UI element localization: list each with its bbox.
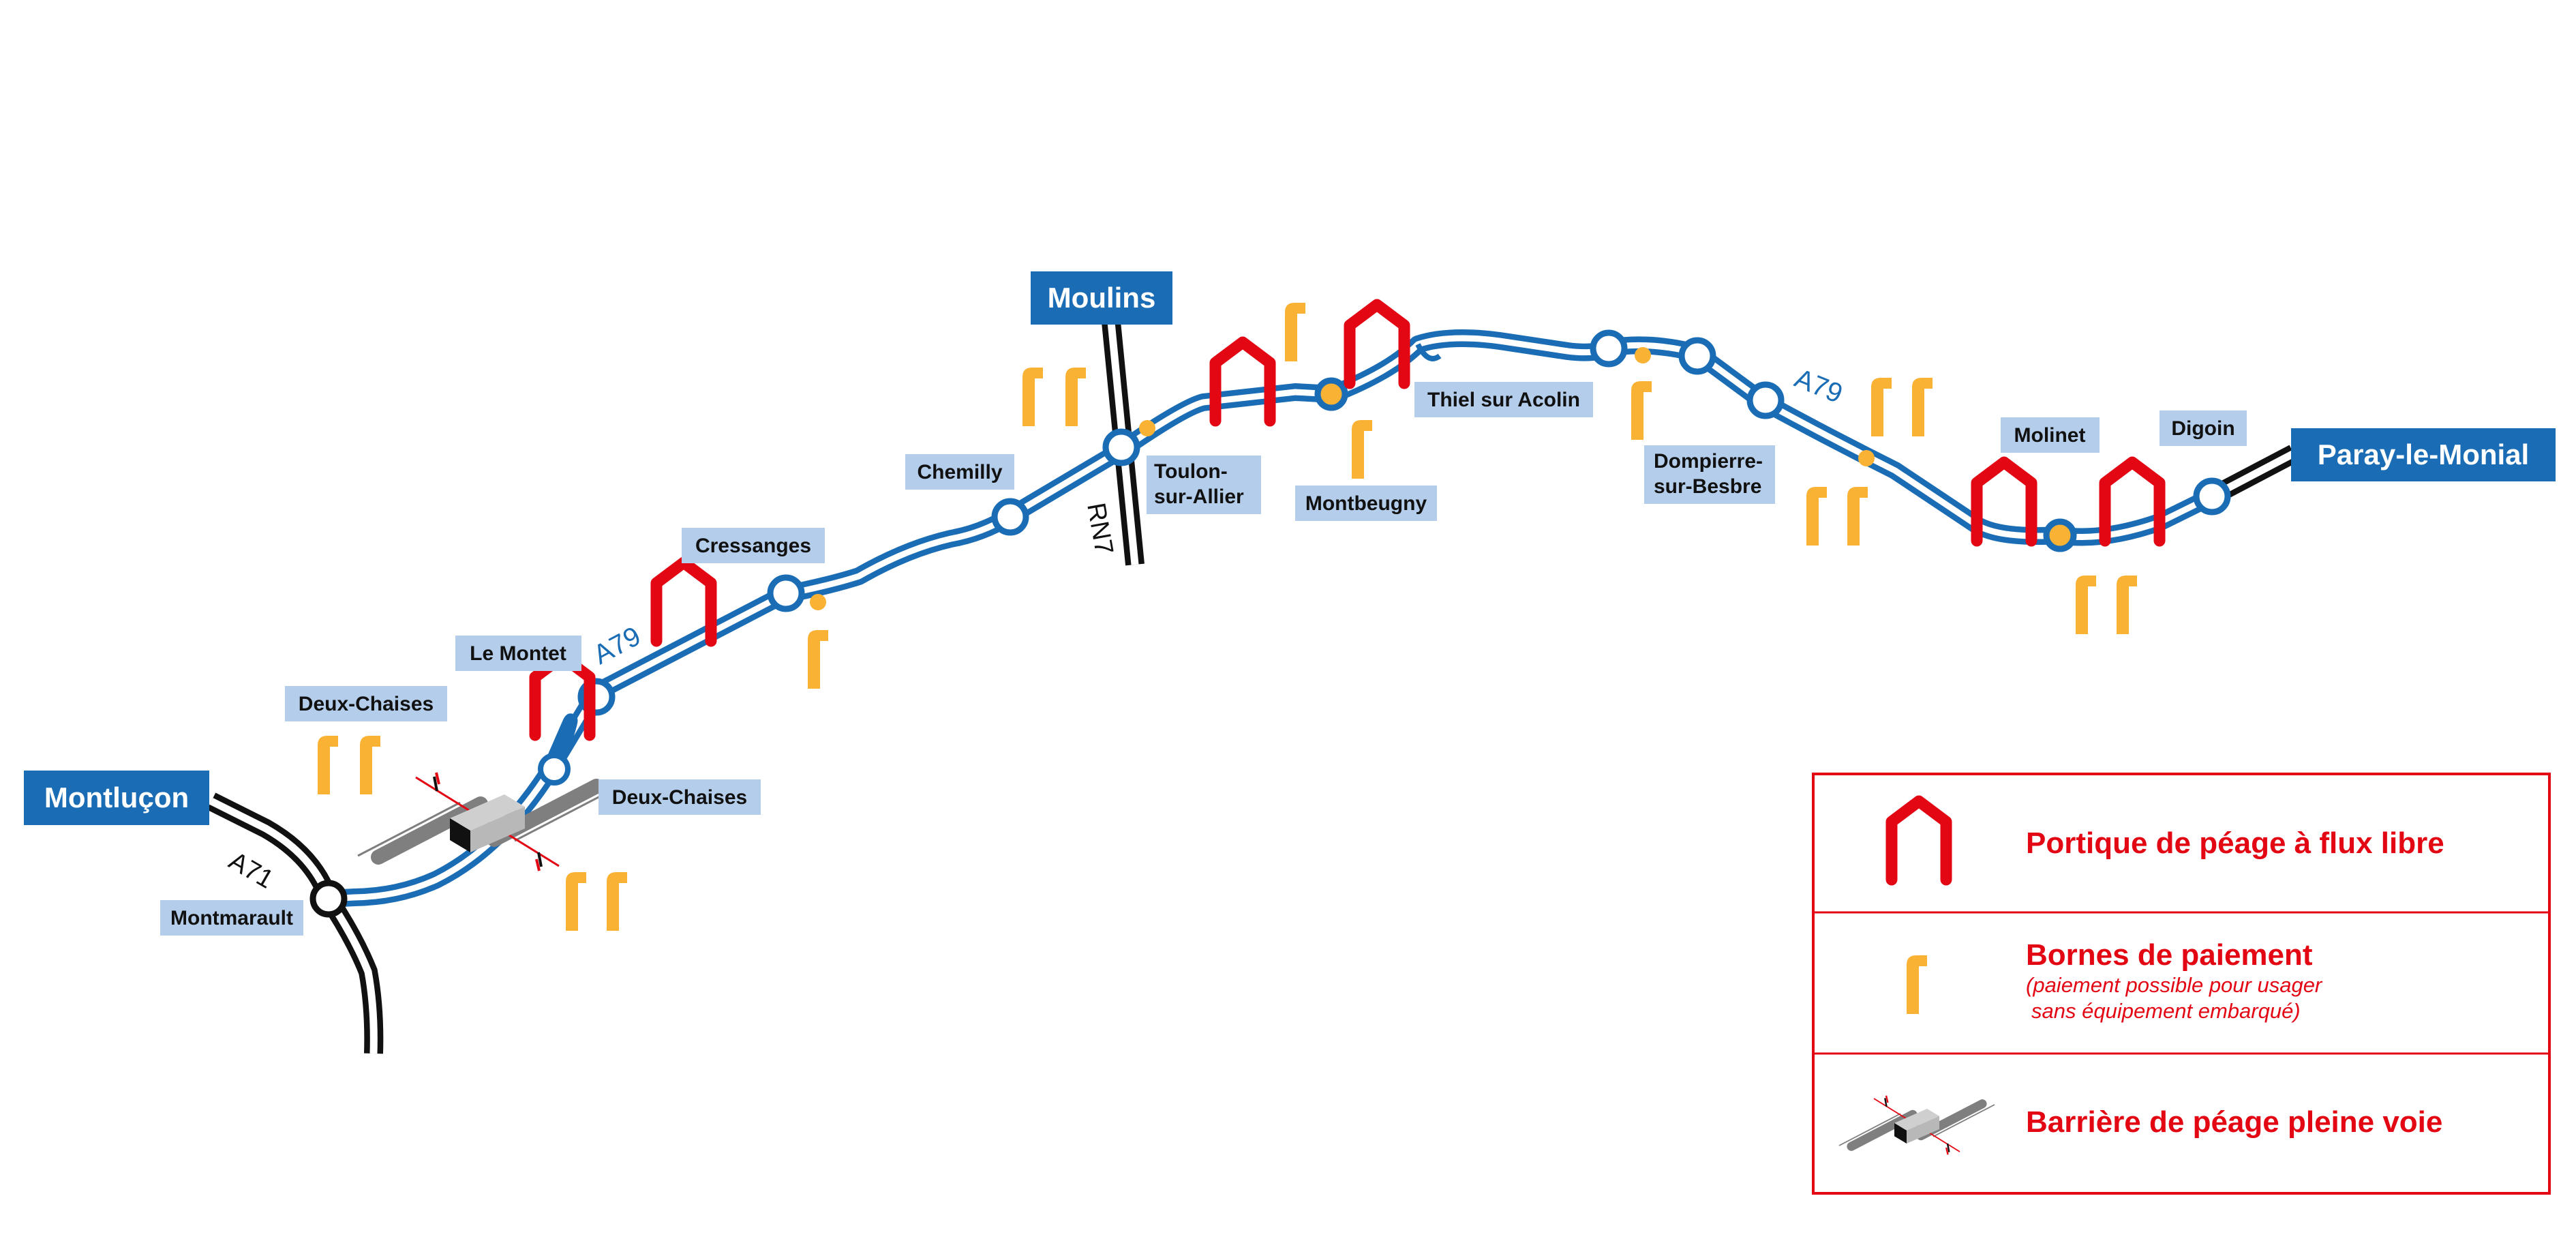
legend-portique-label: Portique de péage à flux libre [2026, 826, 2444, 860]
interchange-cressanges [767, 574, 805, 612]
exit-montbeugny: Montbeugny [1295, 486, 1437, 521]
svg-text:Deux-Chaises: Deux-Chaises [612, 786, 747, 809]
borne-icon [360, 736, 380, 794]
legend: Portique de péage à flux libre Bornes de… [1812, 773, 2551, 1195]
road-label-a79-east: A79 [1791, 363, 1847, 409]
borne-icon [1285, 303, 1305, 361]
svg-text:Thiel sur Acolin: Thiel sur Acolin [1427, 389, 1580, 411]
svg-text:sur-Allier: sur-Allier [1154, 486, 1244, 508]
borne-icon [1352, 420, 1372, 479]
interchange-montbeugny [1314, 377, 1348, 411]
borne-icon [1912, 378, 1933, 436]
interchange-digoin [2193, 477, 2231, 516]
exit-toulon-sur-allier: Toulon- sur-Allier [1147, 456, 1261, 514]
borne-icon [1871, 378, 1892, 436]
exit-cressanges: Cressanges [682, 528, 825, 563]
borne-icon [1065, 368, 1086, 426]
interchange-molinet [2043, 518, 2077, 552]
borne-icon [1022, 368, 1043, 426]
svg-text:Paray-le-Monial: Paray-le-Monial [2318, 438, 2529, 471]
svg-text:Deux-Chaises: Deux-Chaises [299, 693, 434, 715]
exit-deux-chaises-bottom: Deux-Chaises [598, 779, 761, 815]
legend-bornes-label: Bornes de paiement [2026, 938, 2313, 972]
borne-icon [566, 872, 586, 931]
legend-bornes-note-1: (paiement possible pour usager [2026, 973, 2323, 997]
svg-text:Montluçon: Montluçon [44, 781, 189, 813]
city-montlucon: Montluçon [24, 771, 209, 825]
svg-text:Chemilly: Chemilly [917, 461, 1002, 483]
svg-text:sur-Besbre: sur-Besbre [1654, 475, 1761, 498]
exit-deux-chaises-top: Deux-Chaises [285, 686, 447, 721]
svg-text:Moulins: Moulins [1048, 282, 1156, 314]
legend-barriere-label: Barrière de péage pleine voie [2026, 1105, 2442, 1139]
interchange-dompierre-2 [1746, 381, 1785, 419]
road-label-rn7: RN7 [1081, 501, 1119, 556]
borne-icon [1806, 487, 1827, 546]
payment-points [810, 347, 1875, 610]
borne-icon [2117, 576, 2137, 634]
svg-text:Le Montet: Le Montet [470, 642, 566, 665]
interchange-montmarault [309, 880, 348, 918]
svg-text:Digoin: Digoin [2171, 417, 2234, 440]
borne-icon [2076, 576, 2096, 634]
exit-thiel-sur-acolin: Thiel sur Acolin [1414, 382, 1593, 417]
legend-bornes-note-2: sans équipement embarqué) [2031, 999, 2301, 1023]
borne-icon [808, 630, 828, 689]
exit-digoin: Digoin [2160, 410, 2247, 446]
svg-text:Montmarault: Montmarault [170, 907, 293, 929]
borne-icon [607, 872, 627, 931]
svg-text:Cressanges: Cressanges [695, 535, 811, 557]
interchange-chemilly [991, 498, 1029, 536]
svg-text:Dompierre-: Dompierre- [1654, 450, 1763, 473]
borne-icon [1847, 487, 1868, 546]
svg-text:Toulon-: Toulon- [1154, 460, 1228, 483]
exit-montmarault: Montmarault [160, 900, 303, 936]
city-paray-le-monial: Paray-le-Monial [2291, 428, 2556, 481]
svg-text:Molinet: Molinet [2014, 424, 2086, 447]
a71-motorway [207, 792, 384, 1054]
borne-icon [1631, 381, 1652, 440]
road-label-a71: A71 [224, 846, 279, 894]
interchange-dompierre [1678, 337, 1716, 375]
exit-chemilly: Chemilly [905, 454, 1014, 490]
interchange-toulon [1102, 428, 1140, 466]
exit-le-montet: Le Montet [455, 636, 581, 671]
interchange-thiel [1590, 329, 1628, 368]
gantry-toulon [1215, 342, 1270, 421]
exit-molinet: Molinet [2001, 417, 2100, 453]
city-moulins: Moulins [1031, 271, 1172, 325]
borne-icon [318, 736, 338, 794]
svg-text:Montbeugny: Montbeugny [1305, 492, 1427, 515]
exit-dompierre-sur-besbre: Dompierre- sur-Besbre [1644, 445, 1775, 504]
